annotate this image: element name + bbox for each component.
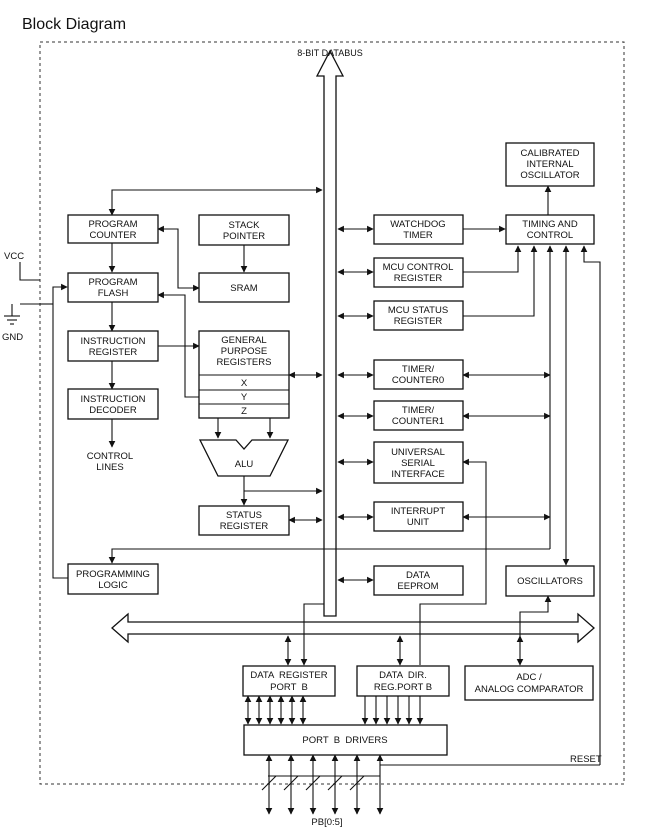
stack-pointer-block	[198, 214, 290, 246]
usi-block	[373, 441, 464, 484]
program-flash-block	[67, 272, 159, 303]
calibrated-oscillator-label: CALIBRATED	[521, 148, 580, 159]
mcu-status-register-label: MCU STATUS	[388, 305, 448, 316]
program-counter-block	[67, 214, 159, 244]
sram-block	[198, 272, 290, 303]
data-register-label: DATA REGISTER	[250, 670, 327, 681]
status-register-label: STATUS	[226, 510, 262, 521]
portb-drivers-block	[243, 724, 448, 756]
gpr-label: GENERAL	[221, 335, 266, 346]
instruction-register-label: INSTRUCTION	[81, 336, 146, 347]
usi-label: UNIVERSAL	[391, 447, 445, 458]
calibrated-oscillator-label-3: OSCILLATOR	[520, 170, 579, 181]
watchdog-timer-label-2: TIMER	[403, 230, 433, 241]
gpr-y-label: Y	[241, 392, 248, 403]
data-register-label-2: PORT B	[270, 682, 308, 693]
watchdog-timer-label: WATCHDOG	[390, 219, 445, 230]
timing-control-label: TIMING AND	[522, 219, 578, 230]
data-register-block	[242, 665, 336, 697]
calibrated-oscillator-block	[505, 142, 595, 187]
timer-counter0-label: TIMER/	[402, 364, 435, 375]
program-counter-label: PROGRAM	[88, 219, 137, 230]
wires	[4, 185, 601, 815]
status-register-block	[198, 505, 290, 536]
alu-label: ALU	[235, 459, 254, 470]
data-dir-block	[356, 665, 450, 697]
program-counter-label-2: COUNTER	[90, 230, 137, 241]
timing-control-label-2: CONTROL	[527, 230, 573, 241]
data-dir-label: DATA DIR.	[379, 670, 427, 681]
data-eeprom-block	[373, 565, 464, 596]
databus-vertical	[315, 49, 345, 617]
adc-block	[464, 665, 594, 701]
databus-label: 8-BIT DATABUS	[297, 48, 363, 58]
adc-label: ADC /	[516, 672, 542, 683]
program-flash-label: PROGRAM	[88, 277, 137, 288]
interrupt-unit-label: INTERRUPT	[391, 506, 446, 517]
instruction-decoder-block	[67, 388, 159, 420]
mcu-control-register-block	[373, 257, 464, 288]
timing-control-block	[505, 214, 595, 245]
data-eeprom-label: DATA	[406, 570, 431, 581]
gpr-label-2: PURPOSE	[221, 346, 267, 357]
programming-logic-block	[67, 563, 159, 595]
mcu-control-register-label-2: REGISTER	[394, 273, 443, 284]
usi-label-3: INTERFACE	[391, 469, 444, 480]
gpr-z-label: Z	[241, 406, 247, 417]
instruction-register-block	[67, 330, 159, 362]
status-register-label-2: REGISTER	[220, 521, 269, 532]
portb-pins-label: PB[0:5]	[311, 817, 342, 828]
data-eeprom-label-2: EEPROM	[397, 581, 438, 592]
gpr-x-label: X	[241, 378, 248, 389]
chip-outline	[39, 41, 625, 785]
calibrated-oscillator-label-2: INTERNAL	[527, 159, 574, 170]
diagram-title: Block Diagram	[22, 16, 126, 33]
interrupt-unit-label-2: UNIT	[407, 517, 429, 528]
watchdog-timer-block	[373, 214, 464, 245]
programming-logic-label-2: LOGIC	[98, 580, 128, 591]
program-flash-label-2: FLASH	[98, 288, 129, 299]
instruction-decoder-label: INSTRUCTION	[81, 394, 146, 405]
usi-label-2: SERIAL	[401, 458, 435, 469]
programming-logic-label: PROGRAMMING	[76, 569, 150, 580]
control-lines-label-2: LINES	[96, 462, 123, 473]
instruction-register-label-2: REGISTER	[89, 347, 138, 358]
reset-label: RESET	[570, 754, 602, 765]
mcu-control-register-label: MCU CONTROL	[383, 262, 454, 273]
gnd-label: GND	[2, 332, 23, 343]
oscillators-block	[505, 565, 595, 597]
horizontal-bus	[111, 612, 595, 644]
timer-counter1-block	[373, 400, 464, 431]
oscillators-label: OSCILLATORS	[517, 576, 583, 587]
mcu-status-register-block	[373, 300, 464, 331]
control-lines-label: CONTROL	[87, 451, 133, 462]
vcc-label: VCC	[4, 251, 24, 262]
alu-block	[198, 439, 290, 477]
timer-counter0-block	[373, 359, 464, 390]
instruction-decoder-label-2: DECODER	[89, 405, 137, 416]
adc-label-2: ANALOG COMPARATOR	[475, 684, 584, 695]
timer-counter1-label-2: COUNTER1	[392, 416, 444, 427]
timer-counter0-label-2: COUNTER0	[392, 375, 444, 386]
mcu-status-register-label-2: REGISTER	[394, 316, 443, 327]
stack-pointer-label-2: POINTER	[223, 231, 265, 242]
portb-drivers-label: PORT B DRIVERS	[302, 735, 387, 746]
data-dir-label-2: REG.PORT B	[374, 682, 432, 693]
sram-label: SRAM	[230, 283, 258, 294]
interrupt-unit-block	[373, 501, 464, 532]
timer-counter1-label: TIMER/	[402, 405, 435, 416]
stack-pointer-label: STACK	[229, 220, 261, 231]
gpr-label-3: REGISTERS	[217, 357, 272, 368]
